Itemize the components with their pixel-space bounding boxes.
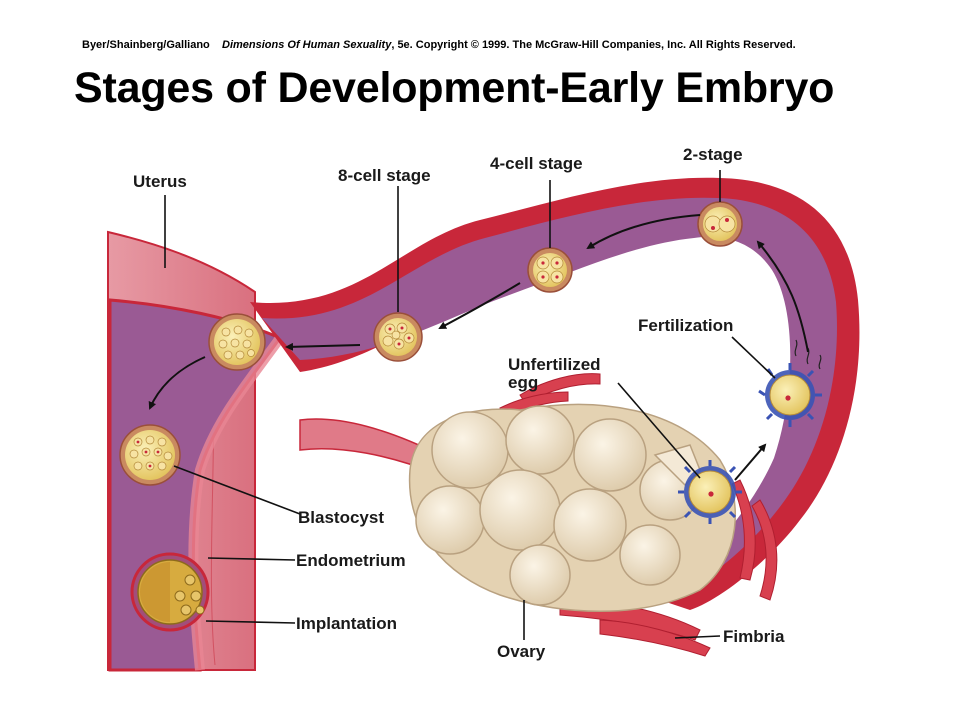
copyright-credit: Byer/Shainberg/Galliano Dimensions Of Hu…	[82, 39, 882, 51]
leader-lines	[164, 170, 776, 640]
cell-4	[527, 247, 573, 293]
cell-8	[373, 312, 423, 362]
label-endometrium: Endometrium	[296, 551, 406, 570]
label-implantation: Implantation	[296, 614, 398, 633]
ovary	[408, 403, 736, 612]
label-uterus: Uterus	[133, 172, 187, 191]
cell-2	[697, 201, 743, 247]
label-fertilization: Fertilization	[638, 316, 734, 335]
label-2-stage: 2-stage	[683, 145, 743, 164]
label-egg: egg	[508, 373, 539, 392]
label-ovary: Ovary	[497, 642, 546, 661]
credit-authors: Byer/Shainberg/Galliano	[82, 39, 210, 51]
cell-unfertilized-egg	[678, 460, 742, 524]
fimbria	[499, 373, 778, 657]
label-8-cell-stage: 8-cell stage	[338, 166, 431, 185]
movement-arrows	[148, 214, 809, 481]
label-fimbria: Fimbria	[723, 627, 785, 646]
cell-fertilized	[758, 339, 822, 427]
implantation-embryo	[130, 552, 210, 632]
credit-rest: , 5e. Copyright © 1999. The McGraw-Hill …	[391, 39, 796, 51]
page-title: Stages of Development-Early Embryo	[74, 64, 835, 112]
cell-blastocyst	[119, 424, 181, 486]
label-unfertilized: Unfertilized	[508, 355, 601, 374]
label-4-cell-stage: 4-cell stage	[490, 154, 583, 173]
label-blastocyst: Blastocyst	[298, 508, 384, 527]
credit-book-title: Dimensions Of Human Sexuality	[222, 39, 392, 51]
fallopian-tube	[250, 177, 860, 610]
cell-morula	[208, 313, 266, 371]
